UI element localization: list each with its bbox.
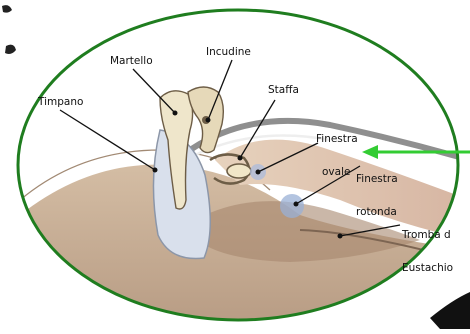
label-tromba: Tromba d Eustachio: [402, 208, 453, 296]
label-finestra-rotonda-line1: Finestra: [356, 174, 398, 185]
label-finestra-ovale-line2: ovale: [316, 167, 358, 178]
leader-timpano: [60, 110, 155, 170]
label-tromba-line1: Tromba d: [402, 230, 453, 241]
round-window: [280, 194, 304, 218]
label-finestra-ovale-line1: Finestra: [316, 134, 358, 145]
label-finestra-ovale: Finestra ovale: [316, 112, 358, 200]
label-staffa: Staffa: [268, 85, 299, 96]
label-finestra-rotonda: Finestra rotonda: [356, 152, 398, 240]
leader-martello: [133, 69, 175, 113]
label-tromba-line2: Eustachio: [402, 263, 453, 274]
stapes-footplate: [227, 164, 251, 178]
label-timpano: Timpano: [38, 97, 83, 108]
label-martello: Martello: [110, 56, 153, 67]
label-finestra-rotonda-line2: rotonda: [356, 207, 398, 218]
label-incudine: Incudine: [206, 47, 251, 58]
